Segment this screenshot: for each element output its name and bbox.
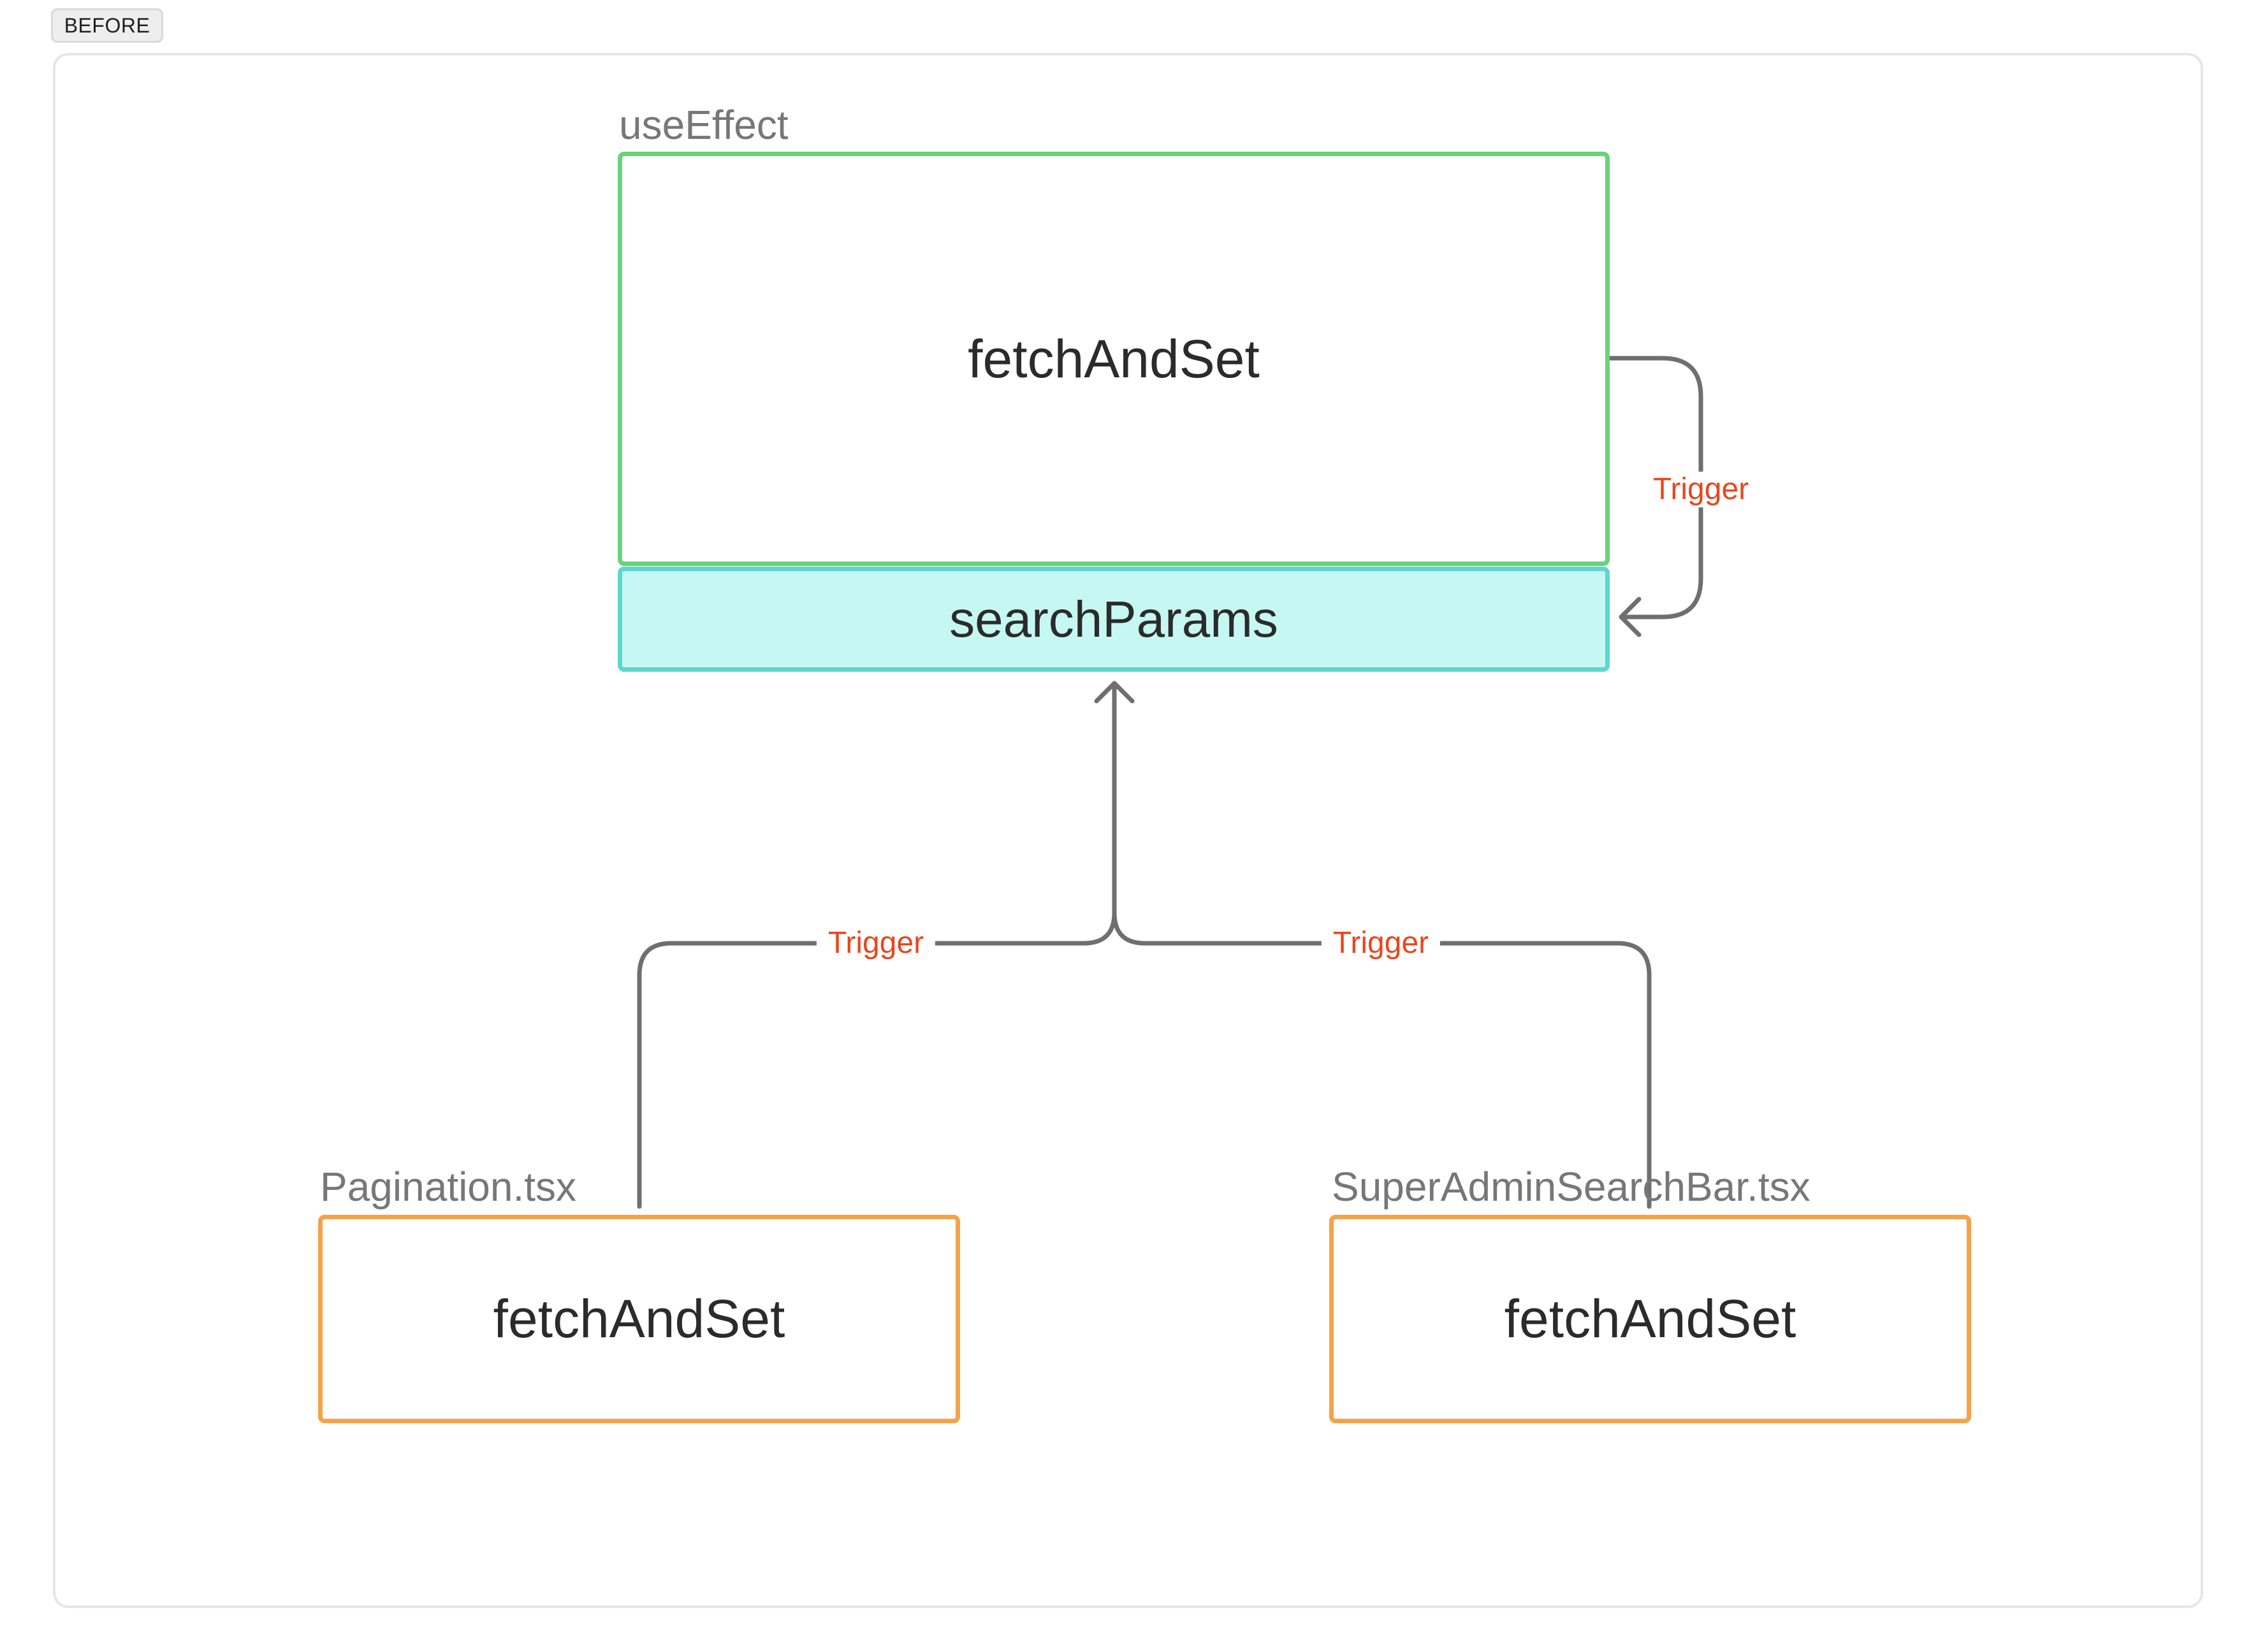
search-bar-label: SuperAdminSearchBar.tsx: [1332, 1164, 1810, 1210]
search-bar-trigger-label: Trigger: [1321, 925, 1441, 961]
self-trigger-label: Trigger: [1641, 472, 1761, 507]
use-effect-label: useEffect: [619, 102, 789, 148]
pagination-label: Pagination.tsx: [320, 1164, 577, 1210]
pagination-trigger-label: Trigger: [816, 925, 936, 961]
search-params-box: searchParams: [618, 567, 1610, 672]
search-params-arrowhead: [1094, 681, 1135, 704]
pagination-fetch-label: fetchAndSet: [493, 1289, 785, 1349]
search-bar-fetch-box: fetchAndSet: [1329, 1215, 1971, 1423]
search-bar-trigger-arrow: [1112, 910, 1652, 1209]
use-effect-fetch-box: fetchAndSet: [618, 152, 1610, 566]
search-params-label: searchParams: [949, 590, 1278, 648]
pagination-fetch-box: fetchAndSet: [318, 1215, 960, 1423]
use-effect-fetch-label: fetchAndSet: [968, 328, 1260, 389]
search-bar-fetch-label: fetchAndSet: [1504, 1289, 1796, 1349]
self-trigger-arrowhead: [1619, 597, 1642, 637]
before-tag[interactable]: BEFORE: [51, 8, 163, 43]
